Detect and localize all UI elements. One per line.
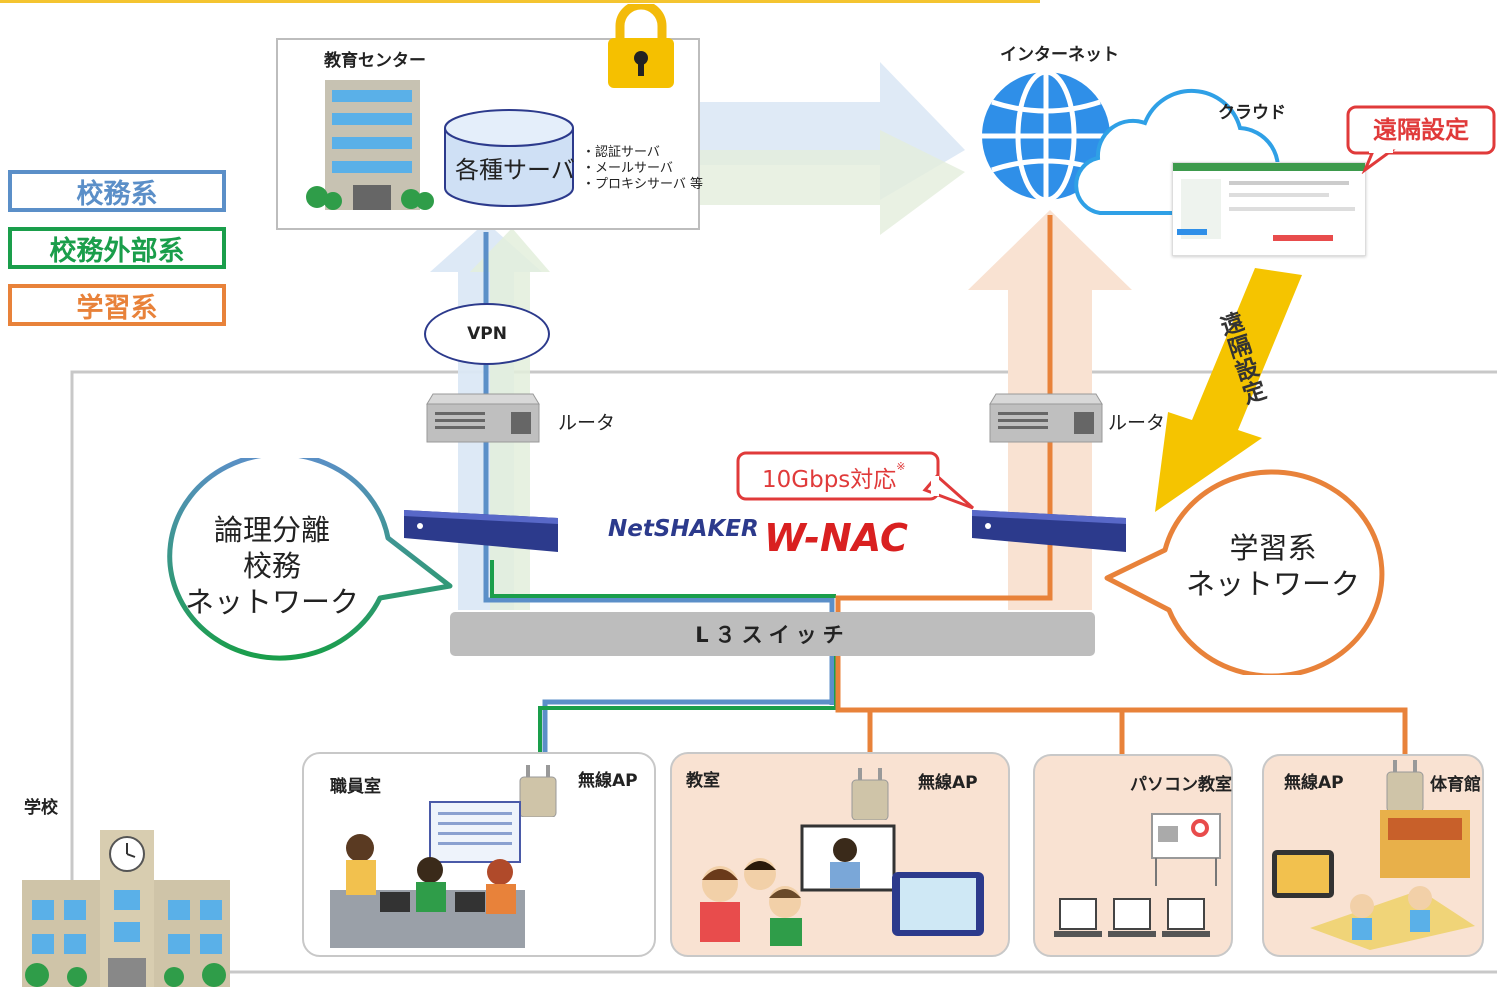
room-classroom-label: 教室 [686,771,720,791]
server-item: ・メールサーバ [582,161,673,176]
vpn-ellipse: VPN [424,303,550,365]
router-left-icon [426,393,540,443]
remote-setting-callout: 遠隔設定 [1373,116,1469,144]
staff-office-illustration [330,801,525,948]
globe-icon [982,69,1110,203]
server-label: 各種サーバ [455,156,575,184]
room-classroom-ap-label: 無線AP [918,773,978,793]
left-speech-bubble-shape [167,458,453,661]
room-staff-ap-label: 無線AP [578,771,638,791]
whiteboard-icon [1151,813,1221,886]
room-gym-ap-label: 無線AP [1284,773,1344,793]
appliance-right-icon [972,510,1126,552]
room-staff-label: 職員室 [330,777,381,797]
school-building-icon [22,830,230,987]
top-accent-line [0,0,1040,3]
gym-illustration [1272,810,1475,950]
wireless-ap-icon [519,765,557,817]
server-item: ・プロキシサーバ 等 [582,177,704,192]
laptops-icon [1054,898,1210,937]
arrow-yellow-remote [1155,268,1302,512]
right-bubble-line: ネットワーク [1185,567,1360,601]
school-label: 学校 [24,798,58,818]
management-console-screenshot [1172,162,1366,256]
left-bubble-text: 論理分離 校務 ネットワーク [182,512,362,620]
right-bubble-line: 学習系 [1229,531,1317,565]
router-left-label: ルータ [558,412,616,434]
server-list: ・認証サーバ ・メールサーバ ・プロキシサーバ 等 [582,145,703,193]
database-icon [444,109,574,207]
wireless-ap-icon [851,768,889,820]
left-bubble-line: 校務 [242,549,301,583]
router-right-icon [989,393,1103,443]
legend-learning: 学習系 [8,284,226,326]
room-gym-label: 体育館 [1430,775,1481,795]
l3-switch: L３スイッチ [450,612,1095,656]
router-right-label: ルータ [1108,412,1166,434]
office-building-icon [306,80,434,210]
spec-callout-text: 10Gbps対応 [762,467,897,493]
wnac-logo: W-NAC [764,516,908,560]
edu-center-title: 教育センター [324,51,426,71]
arrow-green-right [700,130,965,235]
wireless-ap-icon [1386,760,1424,812]
classroom-illustration [700,824,984,946]
internet-label: インターネット [1000,45,1119,65]
spec-callout-shape [736,451,974,510]
appliance-left-icon [404,510,558,552]
school-frame [70,370,1497,974]
legend-school-affairs: 校務系 [8,170,226,212]
netshaker-logo: NetSHAKER [608,516,759,542]
right-bubble-text: 学習系 ネットワーク [1178,530,1368,602]
remote-setting-callout-shape [1346,105,1496,174]
spec-footnote-mark: ※ [896,460,906,473]
spec-callout: 10Gbps対応※ [762,460,906,494]
cloud-label: クラウド [1218,103,1286,123]
left-bubble-line: 論理分離 [213,513,330,547]
room-computer-label: パソコン教室 [1130,775,1232,795]
legend-school-external: 校務外部系 [8,227,226,269]
lock-icon [608,4,674,88]
left-bubble-line: ネットワーク [184,585,359,619]
right-speech-bubble-shape [1104,469,1385,675]
server-item: ・認証サーバ [582,145,660,160]
